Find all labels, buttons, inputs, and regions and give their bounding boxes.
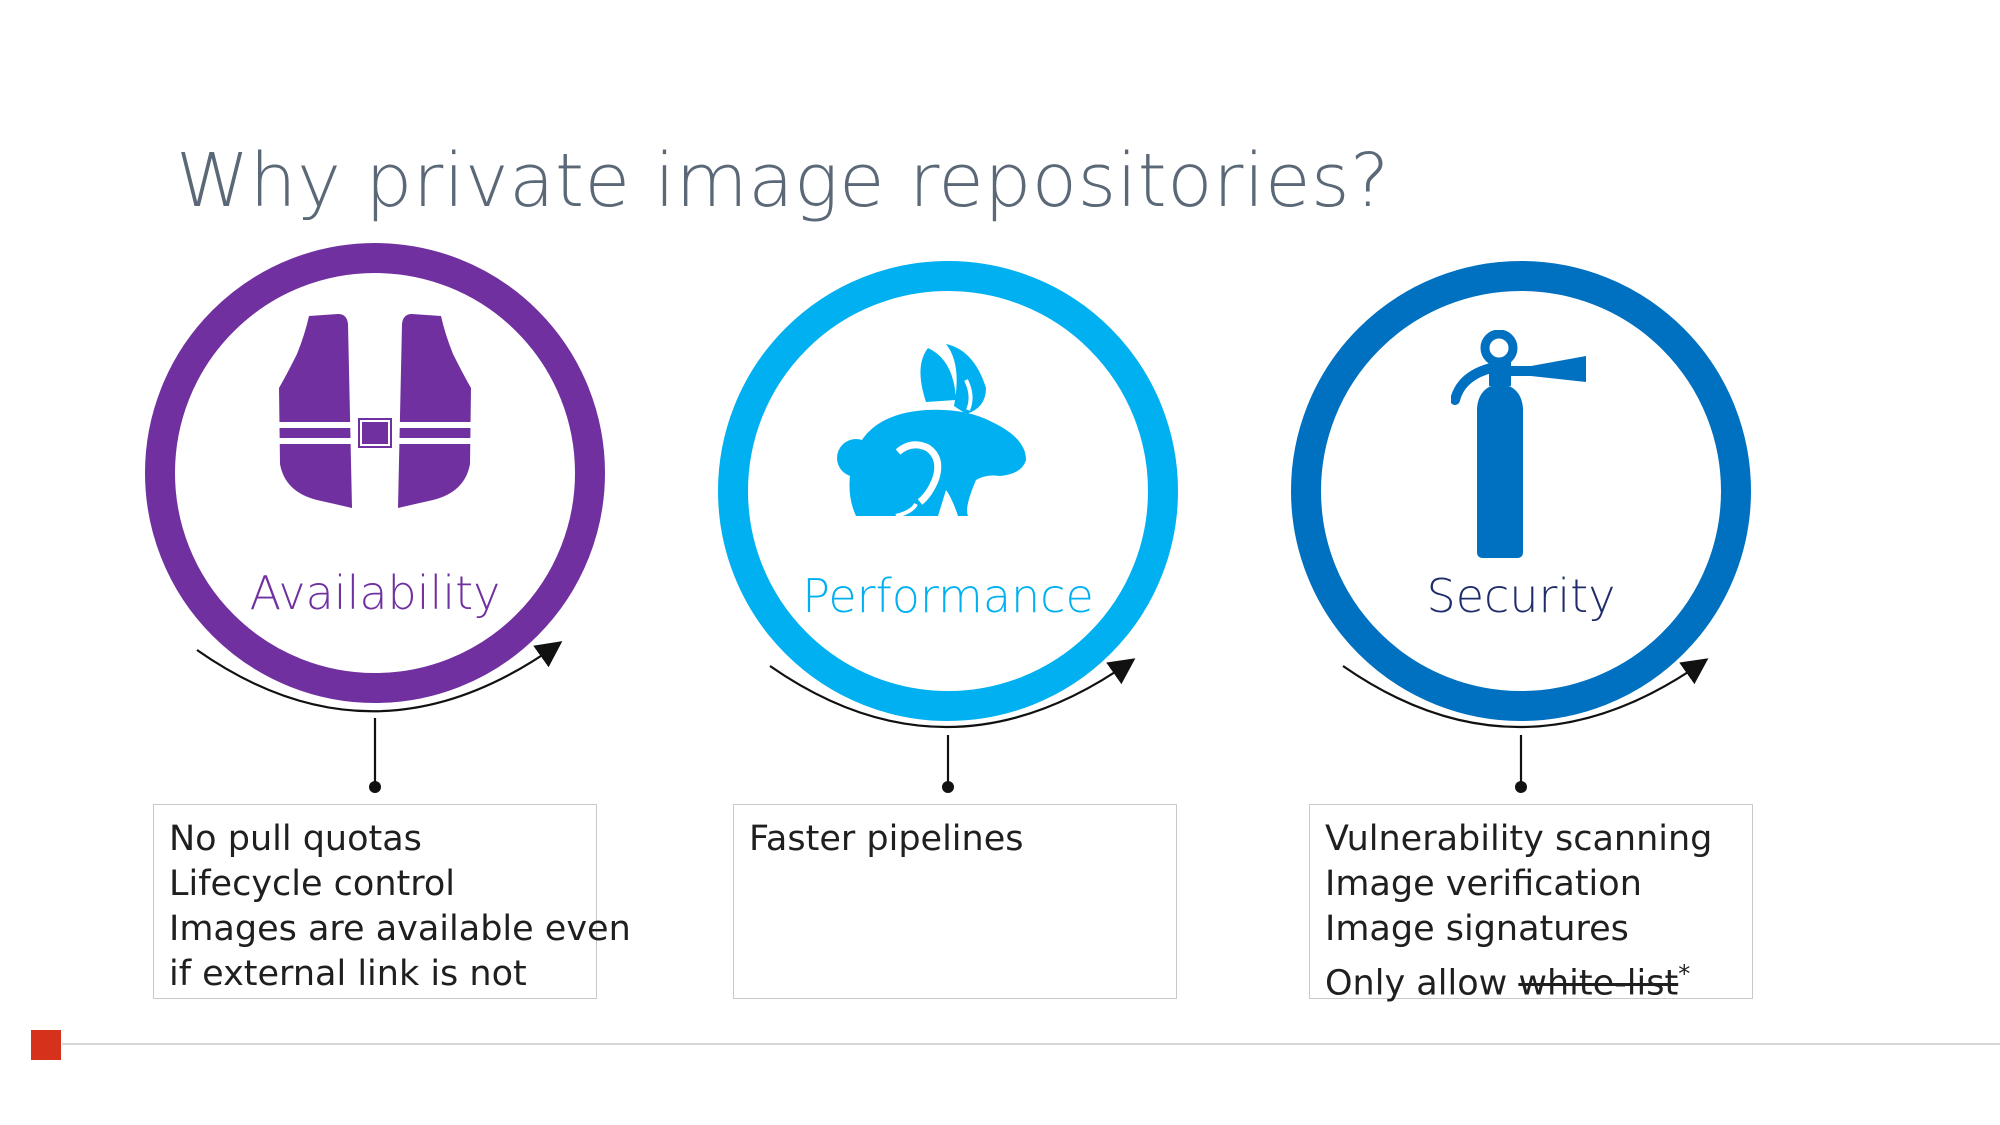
detail-item: Image verification <box>1325 864 1642 904</box>
detail-item: if external link is not <box>169 954 527 994</box>
performance-label: Performance <box>802 569 1094 623</box>
slide-title: Why private image repositories? <box>176 138 1390 224</box>
detail-item: Images are available even <box>169 909 631 949</box>
performance-connector <box>769 658 1136 793</box>
security-label: Security <box>1426 569 1616 623</box>
security-connector <box>1342 658 1709 793</box>
footer-rule <box>62 1043 2000 1045</box>
fire-extinguisher-icon <box>1451 330 1586 558</box>
availability-connector <box>196 641 563 793</box>
detail-item: Vulnerability scanning <box>1325 819 1713 859</box>
pillar-performance: Performance Faster pipelines <box>718 0 1278 1125</box>
detail-item: Lifecycle control <box>169 864 455 904</box>
white-list-struck: white-list <box>1518 963 1679 1004</box>
performance-details: Faster pipelines <box>733 804 1177 999</box>
asterisk: * <box>1678 960 1691 988</box>
rabbit-icon <box>837 344 1026 518</box>
pillar-availability: Availability No pull quotas Lifecycle co… <box>145 0 705 1125</box>
detail-item-only-allow: Only allow white-list* <box>1325 952 1752 1007</box>
life-vest-icon <box>275 314 475 508</box>
detail-item: Image signatures <box>1325 909 1629 949</box>
availability-details: No pull quotas Lifecycle control Images … <box>153 804 631 999</box>
only-allow-prefix: Only allow <box>1325 963 1519 1004</box>
availability-label: Availability <box>249 566 501 620</box>
detail-item: No pull quotas <box>169 819 422 859</box>
security-details: Vulnerability scanning Image verificatio… <box>1309 804 1753 1004</box>
pillar-security: Security Vulnerability scanning Image ve… <box>1291 0 1851 1125</box>
footer-accent-square <box>31 1030 61 1060</box>
detail-item: Faster pipelines <box>749 819 1024 859</box>
